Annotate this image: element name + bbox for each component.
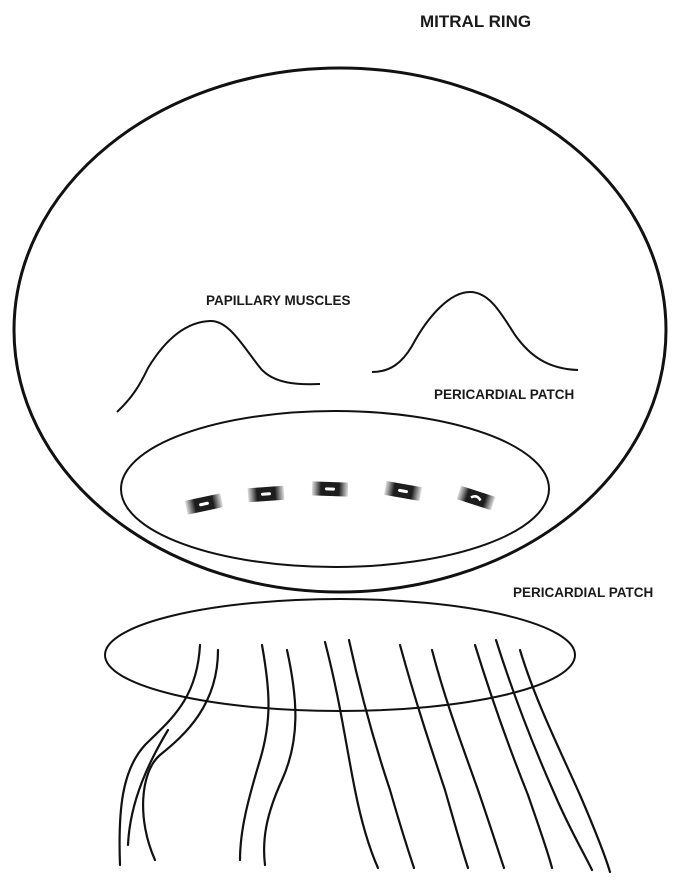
chorda-strand <box>264 650 295 865</box>
mitral-ring-label: MITRAL RING <box>420 12 531 31</box>
chorda-strand <box>475 645 552 868</box>
papillary-muscle-left <box>117 321 320 412</box>
mitral-ring-outline <box>14 68 666 592</box>
chorda-strand <box>496 640 592 870</box>
papillary-muscle-right <box>372 292 578 372</box>
chorda-strand <box>520 650 610 872</box>
chorda-strand <box>432 650 504 868</box>
chorda-strand <box>128 730 168 845</box>
pericardial-patch-lower-label: PERICARDIAL PATCH <box>513 585 653 600</box>
suture-row <box>185 481 495 515</box>
pericardial-patch-lower <box>105 599 575 711</box>
suture <box>457 486 496 510</box>
papillary-muscles-label: PAPILLARY MUSCLES <box>206 293 351 308</box>
chorda-strand <box>325 642 378 868</box>
suture <box>185 493 223 514</box>
pericardial-patch-inner-label: PERICARDIAL PATCH <box>434 387 574 402</box>
chorda-strand <box>240 645 269 860</box>
chorda-strand <box>349 640 414 868</box>
chorda-strand <box>400 645 468 868</box>
suture <box>312 481 348 496</box>
suture <box>248 486 285 502</box>
suture <box>384 481 422 501</box>
chordae-strands <box>120 640 610 872</box>
